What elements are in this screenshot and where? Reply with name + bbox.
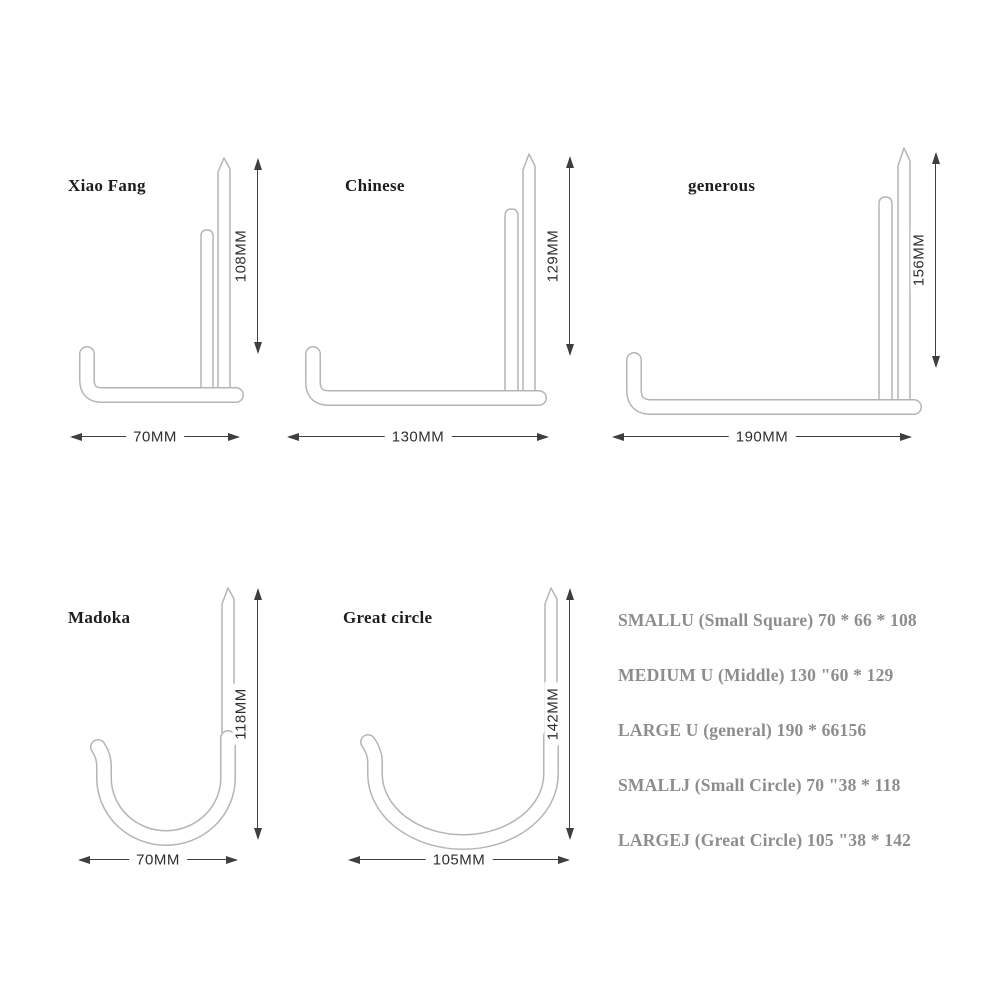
height-dimension: 142MM (544, 588, 580, 840)
small-u-hook-drawing (79, 157, 244, 403)
arrow-left-icon (287, 433, 299, 441)
spec-line-large-u: LARGE U (general) 190 * 66156 (618, 720, 867, 740)
height-dimension: 156MM (910, 152, 946, 368)
hook-name-label: Great circle (343, 608, 433, 627)
dimension-line (257, 160, 258, 352)
arrow-down-icon (566, 828, 574, 840)
arrow-left-icon (612, 433, 624, 441)
width-dimension: 70MM (70, 428, 240, 446)
arrow-down-icon (254, 342, 262, 354)
arrow-right-icon (900, 433, 912, 441)
arrow-down-icon (254, 828, 262, 840)
width-value: 130MM (384, 428, 452, 446)
arrow-up-icon (254, 588, 262, 600)
arrow-up-icon (932, 152, 940, 164)
wall-plate-shape (897, 147, 911, 411)
dimension-line (935, 154, 936, 366)
arrow-left-icon (348, 856, 360, 864)
spec-line-small-j: SMALLJ (Small Circle) 70 "38 * 118 (618, 775, 901, 795)
spec-line-small-u: SMALLU (Small Square) 70 * 66 * 108 (618, 610, 917, 630)
hook-upright-shape (504, 208, 519, 402)
width-dimension: 70MM (78, 851, 238, 869)
width-value: 105MM (425, 851, 493, 869)
wall-plate-shape (522, 153, 536, 402)
arrow-left-icon (70, 433, 82, 441)
width-value: 190MM (728, 428, 796, 446)
dimension-line (569, 158, 570, 354)
arrow-up-icon (254, 158, 262, 170)
hook-name-label: Chinese (345, 176, 405, 195)
large-u-hook-drawing (626, 147, 922, 415)
hook-arm-outline (626, 352, 922, 415)
width-dimension: 130MM (287, 428, 549, 446)
wall-plate-shape (221, 587, 235, 751)
height-dimension: 118MM (232, 588, 268, 840)
arrow-down-icon (932, 356, 940, 368)
height-dimension: 108MM (232, 158, 268, 354)
height-value: 156MM (910, 228, 928, 292)
hook-curve-fill (91, 731, 235, 845)
arrow-up-icon (566, 156, 574, 168)
hook-name-label: Madoka (68, 608, 131, 627)
height-value: 118MM (232, 683, 250, 745)
hook-name-label: generous (688, 176, 756, 195)
width-value: 70MM (129, 851, 187, 869)
height-dimension: 129MM (544, 156, 580, 356)
arrow-left-icon (78, 856, 90, 864)
spec-line-medium-u: MEDIUM U (Middle) 130 "60 * 129 (618, 665, 894, 685)
medium-u-hook-drawing (305, 153, 547, 406)
dimension-line (257, 590, 258, 838)
hook-name-label: Xiao Fang (68, 176, 146, 195)
hook-arm-fill (80, 347, 243, 402)
height-value: 142MM (544, 682, 562, 746)
hook-arm-fill (306, 347, 546, 405)
arrow-up-icon (566, 588, 574, 600)
arrow-right-icon (537, 433, 549, 441)
height-value: 129MM (544, 224, 562, 288)
hook-arm-fill (627, 353, 921, 414)
dimension-line (569, 590, 570, 838)
height-value: 108MM (232, 224, 250, 288)
small-j-hook-drawing (90, 587, 236, 846)
wall-plate-shape (217, 157, 231, 399)
arrow-right-icon (228, 433, 240, 441)
hook-curve-fill (361, 729, 558, 849)
width-dimension: 105MM (348, 851, 570, 869)
width-dimension: 190MM (612, 428, 912, 446)
hook-upright-shape (878, 196, 893, 411)
width-value: 70MM (126, 428, 184, 446)
arrow-right-icon (226, 856, 238, 864)
arrow-right-icon (558, 856, 570, 864)
arrow-down-icon (566, 344, 574, 356)
spec-line-large-j: LARGEJ (Great Circle) 105 "38 * 142 (618, 830, 912, 850)
size-spec-list: SMALLU (Small Square) 70 * 66 * 108 MEDI… (618, 610, 990, 885)
hook-upright-shape (200, 229, 214, 399)
